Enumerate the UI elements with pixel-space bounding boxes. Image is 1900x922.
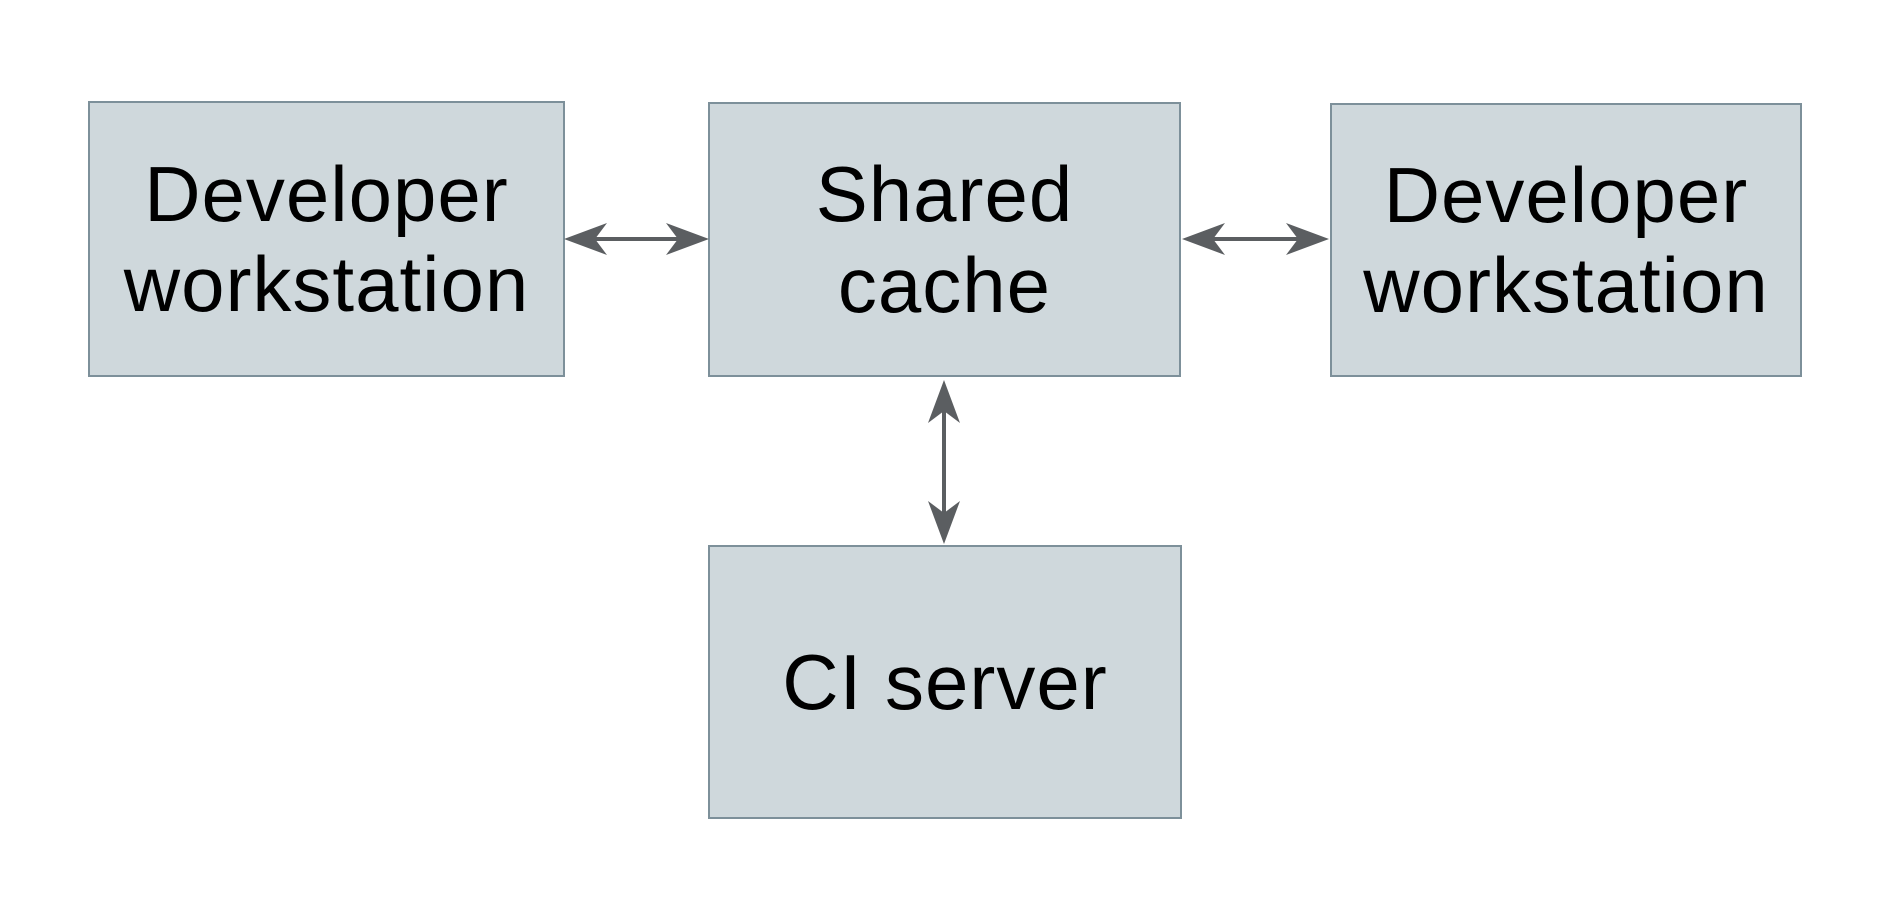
bidirectional-arrow-icon-left-workstation-to-cache <box>564 223 709 255</box>
node-shared-cache-label: Shared cache <box>815 150 1074 329</box>
node-developer-workstation-left: Developer workstation <box>88 101 565 377</box>
bidirectional-arrow-icon-cache-to-ci-server <box>928 380 960 544</box>
node-developer-workstation-left-label: Developer workstation <box>123 149 530 328</box>
node-ci-server: CI server <box>708 545 1182 819</box>
node-developer-workstation-right-label: Developer workstation <box>1363 150 1769 329</box>
node-shared-cache: Shared cache <box>708 102 1181 377</box>
bidirectional-arrow-icon-cache-to-right-workstation <box>1182 223 1329 255</box>
node-developer-workstation-right: Developer workstation <box>1330 103 1802 377</box>
node-ci-server-label: CI server <box>782 637 1108 726</box>
